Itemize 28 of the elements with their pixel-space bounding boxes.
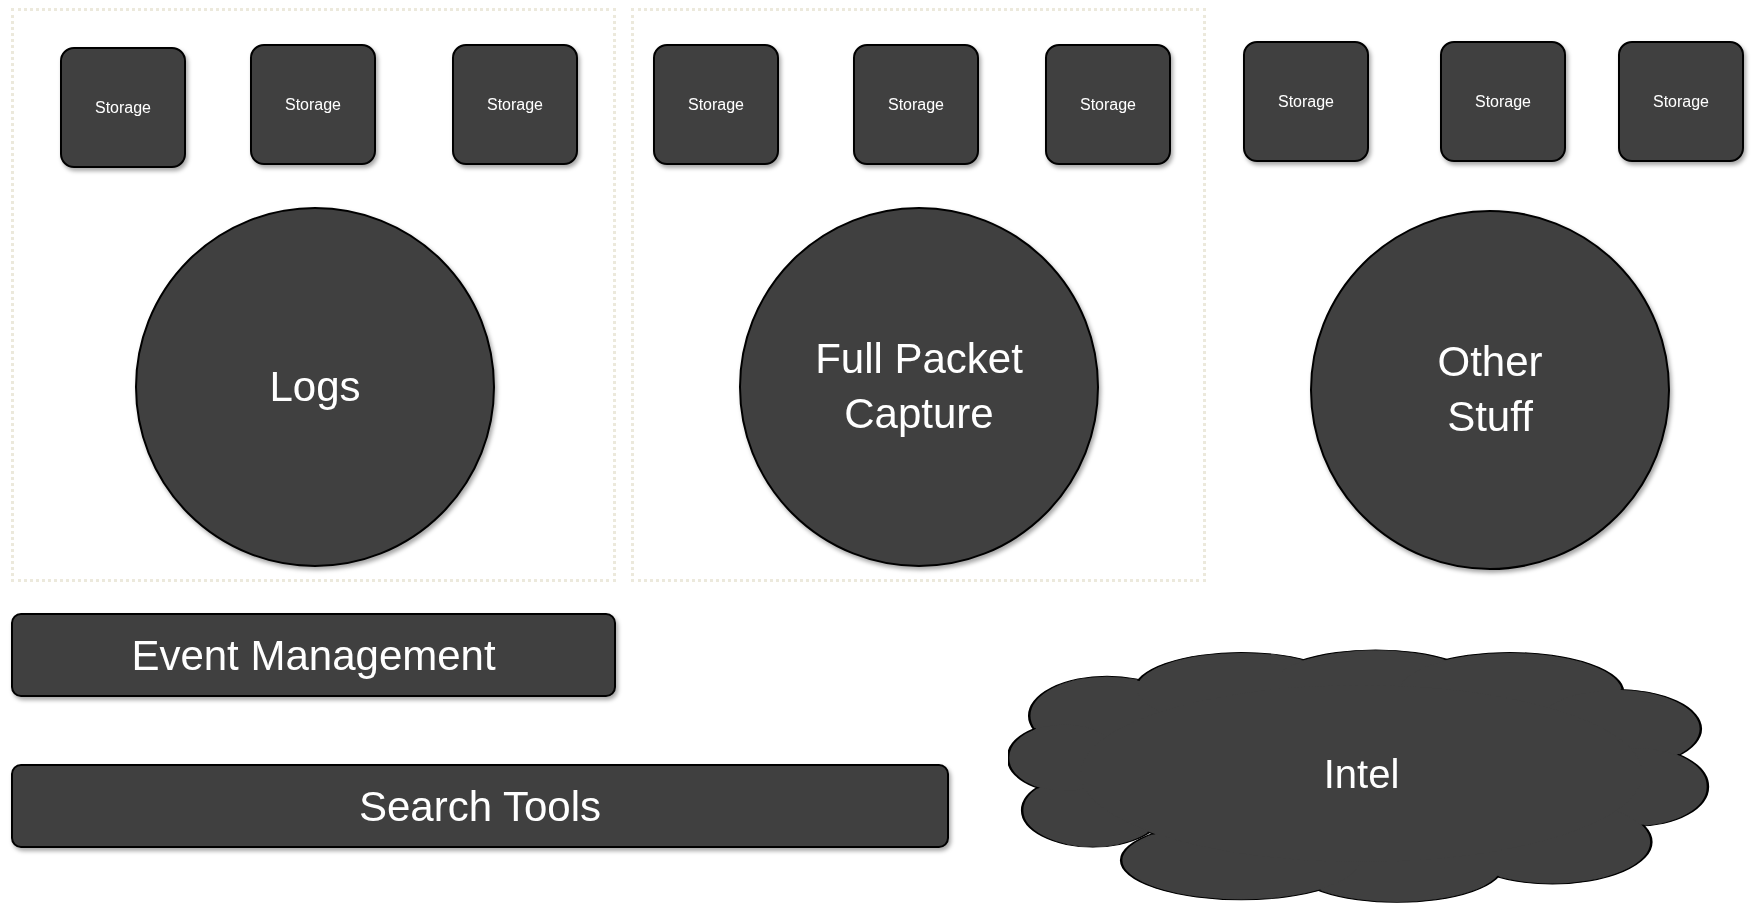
dotted-group-frame bbox=[631, 8, 1206, 582]
node-label: Storage bbox=[486, 94, 543, 115]
node-label: Storage bbox=[887, 94, 944, 115]
storage-box bbox=[653, 44, 779, 165]
storage-box bbox=[1440, 41, 1566, 162]
node-label: Full Packet Capture bbox=[814, 334, 1024, 439]
node-label: Storage bbox=[687, 94, 744, 115]
node-label: Storage bbox=[1652, 91, 1709, 112]
node-label: Search Tools bbox=[358, 781, 601, 832]
storage-box bbox=[452, 44, 578, 165]
node-label: Storage bbox=[1079, 94, 1136, 115]
node-label: Intel bbox=[1323, 750, 1400, 798]
node-label: Storage bbox=[284, 94, 341, 115]
storage-box bbox=[60, 47, 186, 168]
storage-box bbox=[1243, 41, 1369, 162]
process-bar bbox=[11, 764, 949, 848]
node-label: Storage bbox=[1474, 91, 1531, 112]
dotted-group-frame bbox=[11, 8, 616, 582]
node-label: Event Management bbox=[131, 630, 496, 681]
storage-box bbox=[250, 44, 376, 165]
node-label: Storage bbox=[94, 97, 151, 118]
node-label: Logs bbox=[269, 361, 361, 412]
node-label: Other Stuff bbox=[1436, 337, 1544, 442]
storage-box bbox=[1045, 44, 1171, 165]
storage-box bbox=[1618, 41, 1744, 162]
storage-box bbox=[853, 44, 979, 165]
process-bar bbox=[11, 613, 616, 697]
node-label: Storage bbox=[1277, 91, 1334, 112]
